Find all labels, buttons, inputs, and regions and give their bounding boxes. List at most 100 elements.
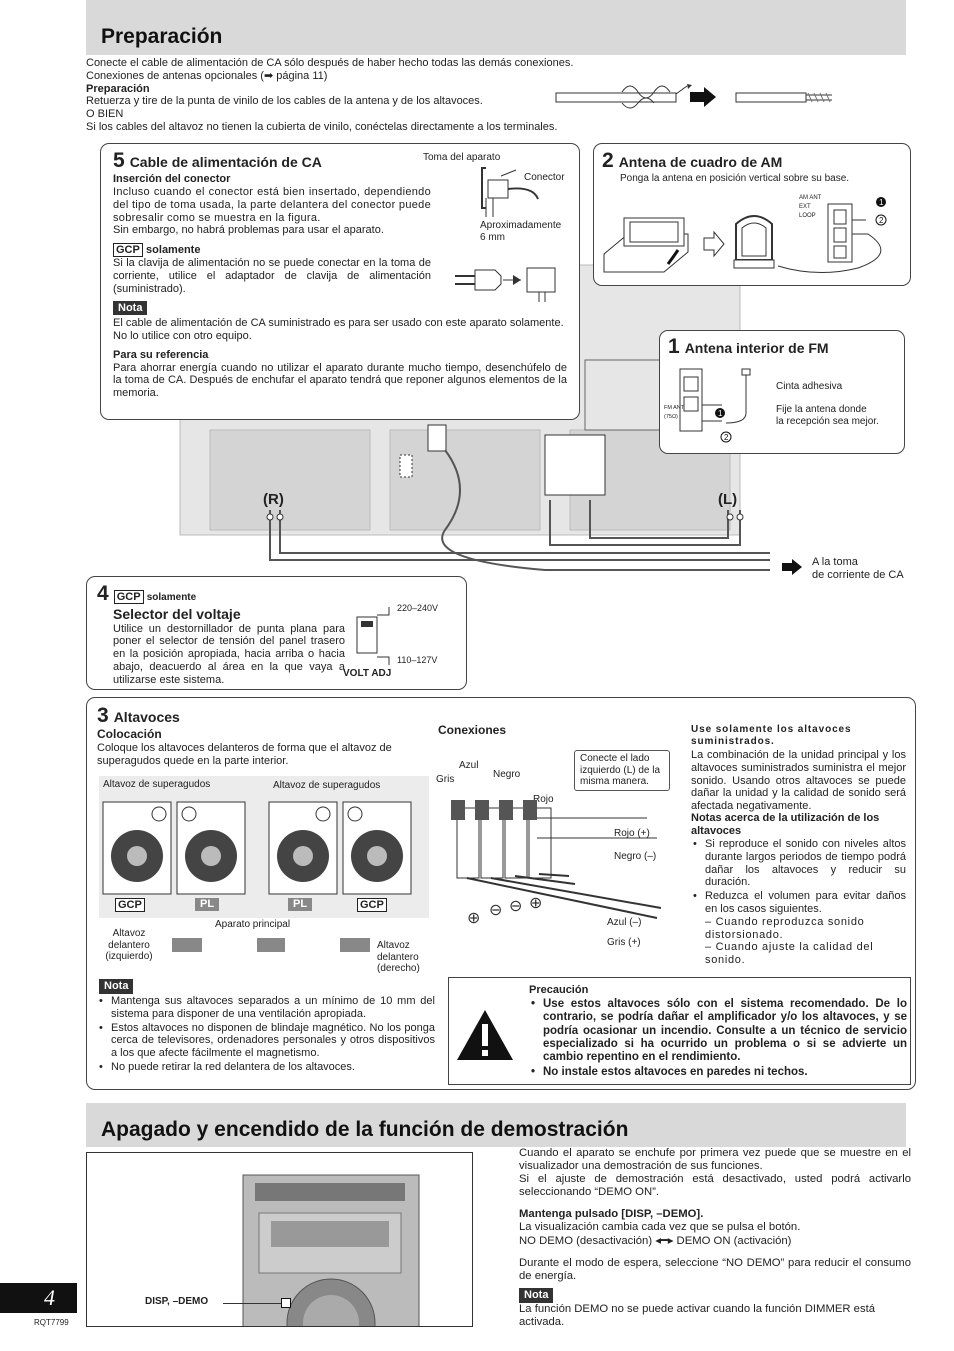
connector-insertion-illustration — [481, 167, 539, 217]
fig-connector-label: Conector — [524, 172, 565, 183]
right-speaker-block — [340, 938, 370, 952]
speaker-notes-list: Mantenga sus altavoces separados a un mí… — [97, 995, 435, 1075]
caution-heading: Precaución — [529, 984, 589, 996]
no-demo-label: NO DEMO (desactivación) — [519, 1234, 653, 1247]
tweeter-label-left: Altavoz de superagudos — [103, 779, 211, 790]
svg-text:1: 1 — [879, 198, 884, 207]
fig-approx-1: Aproximadamente — [480, 220, 562, 231]
speaker-usage-notes-heading: Notas acerca de la utilización de los al… — [691, 812, 880, 837]
step-title: Antena de cuadro de AM — [618, 154, 783, 170]
plug-adapter-illustration — [455, 267, 556, 302]
front-left-2: delantero — [108, 939, 150, 951]
placement-heading: Colocación — [97, 727, 162, 741]
front-left-3: (izquierdo) — [105, 951, 153, 963]
svg-text:⊖: ⊖ — [489, 902, 502, 919]
front-right-2: delantero — [377, 951, 419, 963]
wire-gris-label: Gris — [436, 774, 455, 785]
use-only-text: La combinación de la unidad principal y … — [691, 749, 906, 812]
front-right-1: Altavoz — [377, 940, 410, 951]
insertion-block: Inserción del conector Incluso cuando el… — [113, 173, 431, 295]
placement-text: Coloque los altavoces delanteros de form… — [97, 742, 392, 767]
page-number: 4 — [0, 1283, 77, 1313]
label-right: (R) — [263, 491, 284, 508]
am-term-1: AM ANT — [799, 195, 822, 201]
step-number: 2 — [602, 149, 614, 172]
step-title: Selector del voltaje — [113, 606, 241, 623]
connections-heading: Conexiones — [438, 723, 507, 737]
speaker-usage-notes-list: Si reproduce el sonido con niveles altos… — [691, 838, 906, 917]
am-term-2: EXT — [799, 204, 811, 210]
disp-demo-label: DISP, –DEMO — [145, 1296, 209, 1307]
nota-text: El cable de alimentación de CA suministr… — [113, 317, 564, 343]
svg-text:⊖: ⊖ — [509, 898, 522, 915]
section-title: Apagado y encendido de la función de dem… — [101, 1118, 629, 1141]
step-number: 1 — [668, 335, 680, 358]
disp-demo-button[interactable] — [281, 1298, 291, 1308]
svg-text:⊕: ⊕ — [529, 895, 542, 912]
intro-line-2a: Conexiones de antenas opcionales ( — [86, 69, 264, 82]
list-item: Estos altavoces no disponen de blindaje … — [97, 1022, 435, 1060]
dash-item-1: – Cuando reproduzca sonido distorsionado… — [705, 916, 865, 941]
unit-front-drawing — [242, 1174, 420, 1326]
pl-badge-right: PL — [288, 898, 313, 911]
fm-term-2: (75Ω) — [664, 414, 678, 420]
demo-button-illustration: DISP, –DEMO — [86, 1152, 473, 1327]
intro-line-1: Conecte el cable de alimentación de CA s… — [86, 57, 574, 69]
prep-heading: Preparación — [86, 82, 150, 95]
insertion-heading: Inserción del conector — [113, 173, 231, 186]
fm-antenna-illustration: 1 2 — [679, 368, 751, 443]
gcp-only: solamente — [146, 592, 197, 603]
fm-terminal-labels: FM ANT (75Ω) — [664, 404, 684, 422]
pl-badge-left: PL — [195, 898, 220, 911]
svg-text:2: 2 — [879, 216, 884, 225]
to-outlet-line-2: de corriente de CA — [812, 568, 904, 581]
step-title: Altavoces — [113, 709, 180, 725]
front-right-label: Altavoz delantero (derecho) — [377, 940, 420, 975]
to-outlet-line-1: A la toma — [812, 556, 858, 568]
svg-text:⊕: ⊕ — [467, 910, 480, 927]
gcp-badge: GCP — [113, 243, 143, 258]
section-header-demo: Apagado y encendido de la función de dem… — [86, 1103, 906, 1147]
left-speaker-block — [172, 938, 202, 952]
caution-list: Use estos altavoces sólo con el sistema … — [529, 998, 907, 1080]
am-term-3: LOOP — [799, 213, 816, 219]
demo-paragraph-1: Cuando el aparato se enchufe por primera… — [519, 1147, 911, 1173]
fix-line-2: la recepción sea mejor. — [776, 415, 879, 427]
gcp-badge-left: GCP — [115, 898, 145, 913]
to-outlet-label: A la toma de corriente de CA — [812, 556, 904, 582]
nota-row: Nota — [519, 1287, 911, 1303]
demo-nota-text: La función DEMO no se puede activar cuan… — [519, 1302, 876, 1328]
intro-line-2: Conexiones de antenas opcionales (➡ pági… — [86, 70, 646, 83]
nota-badge: Nota — [113, 300, 148, 316]
demo-paragraph-4: Durante el modo de espera, seleccione “N… — [519, 1256, 911, 1282]
nota-badge: Nota — [99, 979, 134, 994]
leader-line — [223, 1303, 281, 1304]
am-loop-antenna-illustration: 1 2 — [603, 197, 887, 273]
list-item: Use estos altavoces sólo con el sistema … — [529, 998, 907, 1065]
step-number: 3 — [97, 704, 109, 727]
dash-item-2: – Cuando ajuste la calidad del sonido. — [705, 941, 874, 966]
prep-text-2: Si los cables del altavoz no tienen la c… — [86, 121, 558, 133]
speakers-drawing — [102, 801, 412, 895]
azul-minus-label: Azul (–) — [607, 917, 642, 928]
am-terminal-labels: AM ANT EXT LOOP — [799, 194, 821, 221]
arrow-right-icon — [782, 559, 802, 575]
front-left-1: Altavoz — [112, 928, 146, 939]
step2-text: Ponga la antena en posición vertical sob… — [620, 173, 850, 185]
label-left: (L) — [718, 491, 738, 508]
list-item: Mantenga sus altavoces separados a un mí… — [97, 995, 435, 1021]
voltage-high-label: 220–240V — [397, 603, 439, 613]
rojo-plus-label: Rojo (+) — [614, 828, 650, 839]
wire-rojo-label: Rojo — [533, 794, 554, 805]
step-number: 4 — [97, 582, 109, 605]
prep-or: O BIEN — [86, 108, 124, 120]
fig-outlet-label: Toma del aparato — [423, 152, 501, 163]
